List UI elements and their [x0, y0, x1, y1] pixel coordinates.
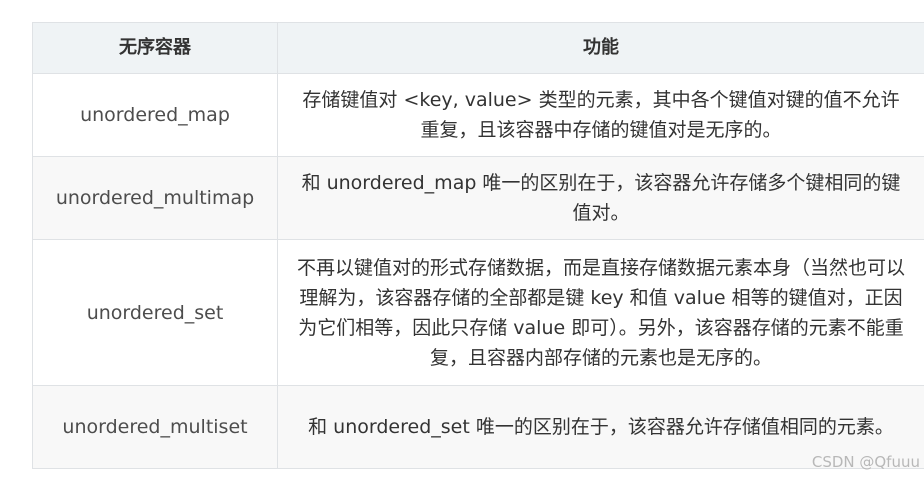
- container-name: unordered_set: [32, 239, 278, 386]
- header-container: 无序容器: [32, 22, 278, 74]
- container-description: 和 unordered_set 唯一的区别在于，该容器允许存储值相同的元素。: [277, 385, 924, 469]
- container-description: 不再以键值对的形式存储数据，而是直接存储数据元素本身（当然也可以理解为，该容器存…: [277, 239, 924, 386]
- container-name: unordered_multimap: [32, 156, 278, 240]
- table-row: unordered_multiset 和 unordered_set 唯一的区别…: [32, 385, 924, 469]
- table-row: unordered_multimap 和 unordered_map 唯一的区别…: [32, 156, 924, 240]
- csdn-watermark: CSDN @Qfuuu: [811, 453, 920, 471]
- unordered-containers-table: 无序容器 功能 unordered_map 存储键值对 <key, value>…: [32, 22, 924, 469]
- header-function: 功能: [277, 22, 924, 74]
- table-header-row: 无序容器 功能: [32, 22, 924, 74]
- container-name: unordered_map: [32, 73, 278, 157]
- table-row: unordered_map 存储键值对 <key, value> 类型的元素，其…: [32, 73, 924, 157]
- table-row: unordered_set 不再以键值对的形式存储数据，而是直接存储数据元素本身…: [32, 239, 924, 386]
- container-description: 存储键值对 <key, value> 类型的元素，其中各个键值对键的值不允许重复…: [277, 73, 924, 157]
- container-description: 和 unordered_map 唯一的区别在于，该容器允许存储多个键相同的键值对…: [277, 156, 924, 240]
- containers-table-wrapper: 无序容器 功能 unordered_map 存储键值对 <key, value>…: [32, 22, 924, 469]
- container-name: unordered_multiset: [32, 385, 278, 469]
